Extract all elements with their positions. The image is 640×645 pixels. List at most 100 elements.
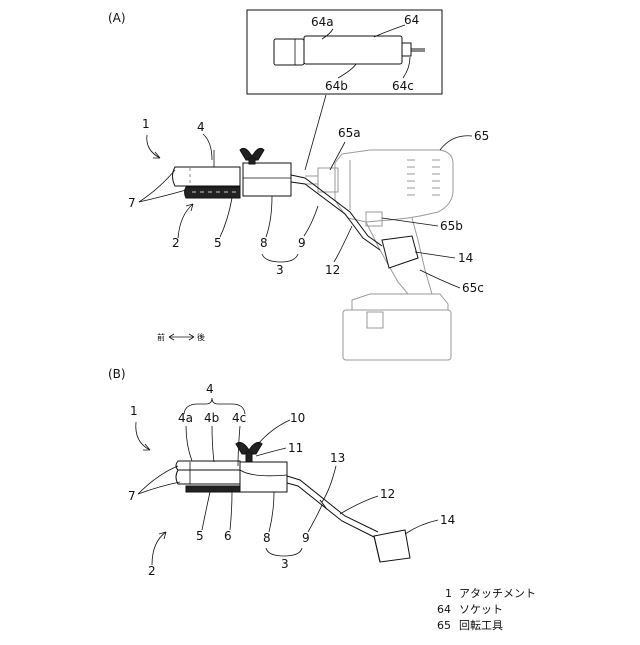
label-3-b: 3 [281, 557, 289, 571]
leader-64c [403, 57, 410, 78]
legend-65-number: 65 [437, 619, 451, 632]
leader-5-b [202, 492, 210, 530]
leader-65b [382, 218, 438, 226]
label-6-b: 6 [224, 529, 232, 543]
leader-7b-1 [138, 466, 178, 494]
leader-9-a [304, 206, 318, 236]
leader-4a-b [186, 426, 192, 461]
tool-battery-button [367, 312, 383, 328]
leader-11-b [256, 448, 286, 456]
label-11-b: 11 [288, 441, 303, 455]
wingnut-b [236, 442, 262, 462]
socket-head [274, 39, 304, 65]
label-7-a: 7 [128, 196, 136, 210]
leader-inset-to-socket [305, 95, 326, 170]
brace-3-b [266, 548, 302, 556]
label-7-b: 7 [128, 489, 136, 503]
label-64b: 64b [325, 79, 348, 93]
leader-7a-1 [139, 170, 175, 202]
leader-12-b [340, 496, 378, 514]
label-14-b: 14 [440, 513, 455, 527]
label-1-a: 1 [142, 117, 150, 131]
brace-3-a [262, 254, 298, 262]
tool-battery-top [352, 294, 448, 310]
tool-housing [335, 150, 453, 222]
label-8-a: 8 [260, 236, 268, 250]
leader-9-b [308, 505, 322, 532]
panel-b-label: (B) [108, 367, 126, 381]
leader-65 [440, 136, 472, 150]
socket-drawing [274, 36, 425, 65]
tool-battery [343, 310, 451, 360]
label-64c: 64c [392, 79, 414, 93]
label-65c: 65c [462, 281, 484, 295]
legend-64-number: 64 [437, 603, 451, 616]
clamp-lower-a [185, 187, 241, 198]
rotary-tool [305, 150, 453, 360]
leader-64 [374, 25, 405, 37]
attachment-a [173, 148, 419, 268]
pad-14-a [382, 236, 418, 268]
direction-indicator: 前 後 [157, 332, 205, 342]
socket-body [304, 36, 402, 64]
leader-4-a [203, 134, 212, 160]
label-64a: 64a [311, 15, 334, 29]
leader-2-a [178, 204, 193, 238]
label-4-a: 4 [197, 120, 205, 134]
attachment-b [176, 442, 410, 562]
holder-a [243, 163, 291, 196]
holder-b [240, 462, 287, 492]
clamp-upper-a [173, 167, 241, 186]
leader-14-b [405, 520, 438, 534]
clamp-upper-b [176, 461, 240, 470]
label-4-b: 4 [206, 382, 214, 396]
leader-65a [330, 142, 345, 170]
label-2-a: 2 [172, 236, 180, 250]
direction-rear: 後 [197, 332, 205, 342]
arm-b [287, 476, 378, 532]
leader-64b [338, 64, 356, 78]
tool-trigger [366, 212, 382, 226]
label-65b: 65b [440, 219, 463, 233]
leader-12-a [334, 226, 352, 262]
label-2-b: 2 [148, 564, 156, 578]
legend-65-text: 回転工具 [459, 619, 503, 632]
leader-5-a [220, 198, 232, 237]
socket-inset: 64a 64 64b 64c [247, 10, 442, 94]
legend-64-text: ソケット [459, 603, 503, 616]
direction-front: 前 [157, 332, 165, 342]
leader-10-b [258, 420, 290, 444]
label-4a-b: 4a [178, 411, 193, 425]
label-5-b: 5 [196, 529, 204, 543]
tool-vents [407, 160, 440, 195]
legend: 1 アタッチメント 64 ソケット 65 回転工具 [437, 587, 536, 632]
socket-neck [402, 43, 411, 56]
leader-1-b [136, 422, 150, 450]
label-5-a: 5 [214, 236, 222, 250]
label-64: 64 [404, 13, 419, 27]
legend-1-number: 1 [445, 587, 452, 600]
label-10-b: 10 [290, 411, 305, 425]
label-8-b: 8 [263, 531, 271, 545]
clamp-jaw-b [176, 470, 240, 484]
label-12-a: 12 [325, 263, 340, 277]
leader-1-a [147, 135, 160, 158]
arm-b-2 [287, 483, 376, 538]
panel-a-label: (A) [108, 11, 126, 25]
wingnut-a [240, 148, 264, 164]
label-65a: 65a [338, 126, 361, 140]
label-4b-b: 4b [204, 411, 219, 425]
leader-7a-2 [139, 190, 186, 202]
label-13-b: 13 [330, 451, 345, 465]
label-65: 65 [474, 129, 489, 143]
label-9-a: 9 [298, 236, 306, 250]
label-14-a: 14 [458, 251, 473, 265]
leader-8-b [269, 492, 274, 532]
label-3-a: 3 [276, 263, 284, 277]
legend-1-text: アタッチメント [459, 587, 536, 600]
label-4c-b: 4c [232, 411, 246, 425]
label-9-b: 9 [302, 531, 310, 545]
leader-2-b [152, 532, 166, 565]
leader-65c [420, 270, 460, 288]
